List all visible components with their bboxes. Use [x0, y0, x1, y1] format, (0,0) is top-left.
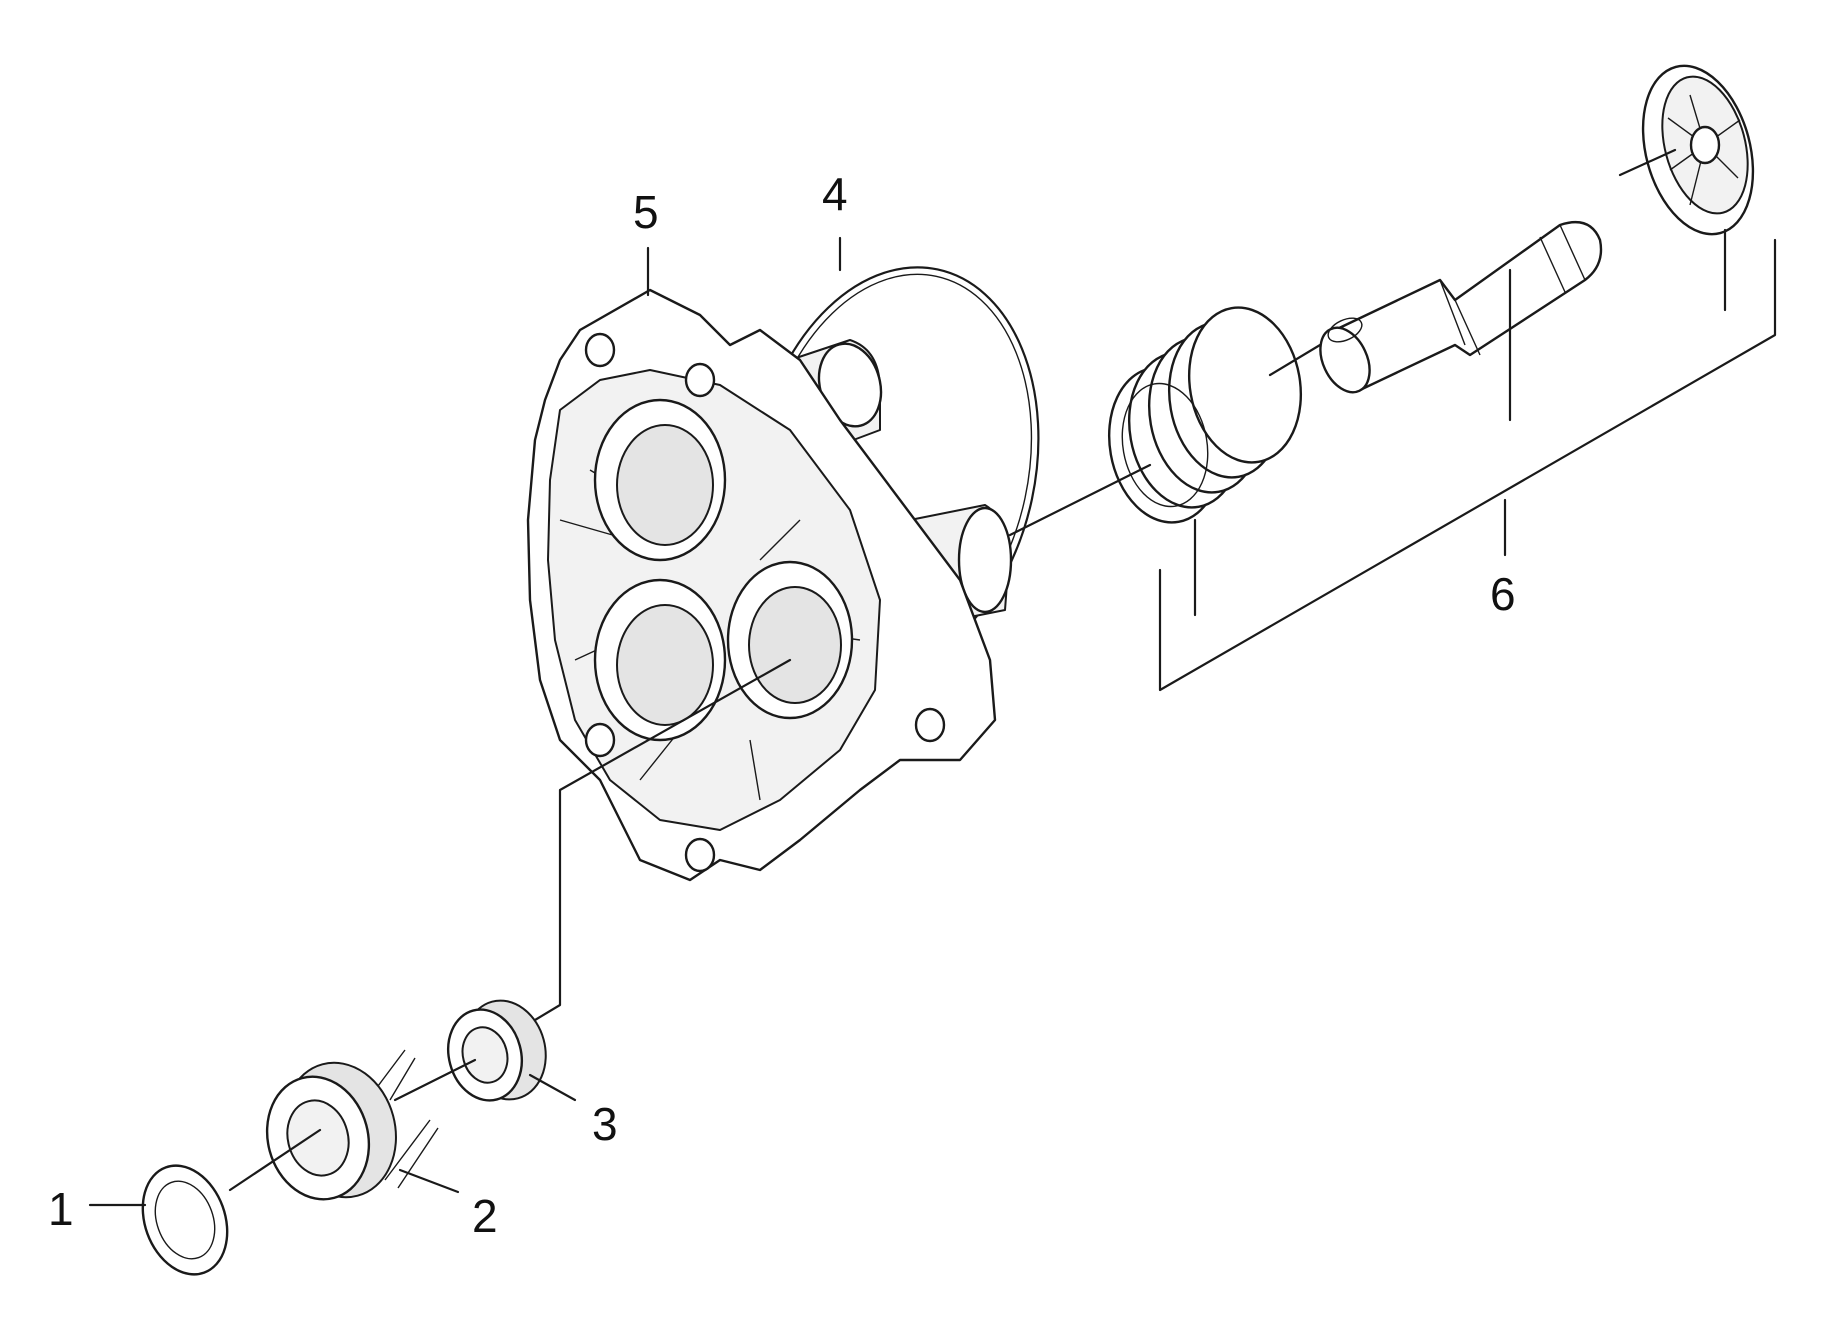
part-1-washer: [141, 1164, 229, 1276]
part-5-housing: [526, 288, 1013, 882]
part-6-spring: [1107, 306, 1303, 524]
callout-3: 3: [592, 1098, 618, 1150]
part-3-seal: [447, 999, 547, 1102]
callout-5: 5: [633, 186, 659, 238]
callout-1: 1: [48, 1183, 74, 1235]
part-6-piston: [1319, 220, 1603, 394]
callout-4: 4: [822, 168, 848, 220]
part-6-disc: [1641, 64, 1755, 236]
part-2-valve: [265, 1049, 439, 1201]
callout-2: 2: [472, 1190, 498, 1242]
callout-labels: 1 2 3 4 5 6: [48, 168, 1516, 1242]
callout-6: 6: [1490, 568, 1516, 620]
leader-lines: [88, 148, 1777, 1207]
